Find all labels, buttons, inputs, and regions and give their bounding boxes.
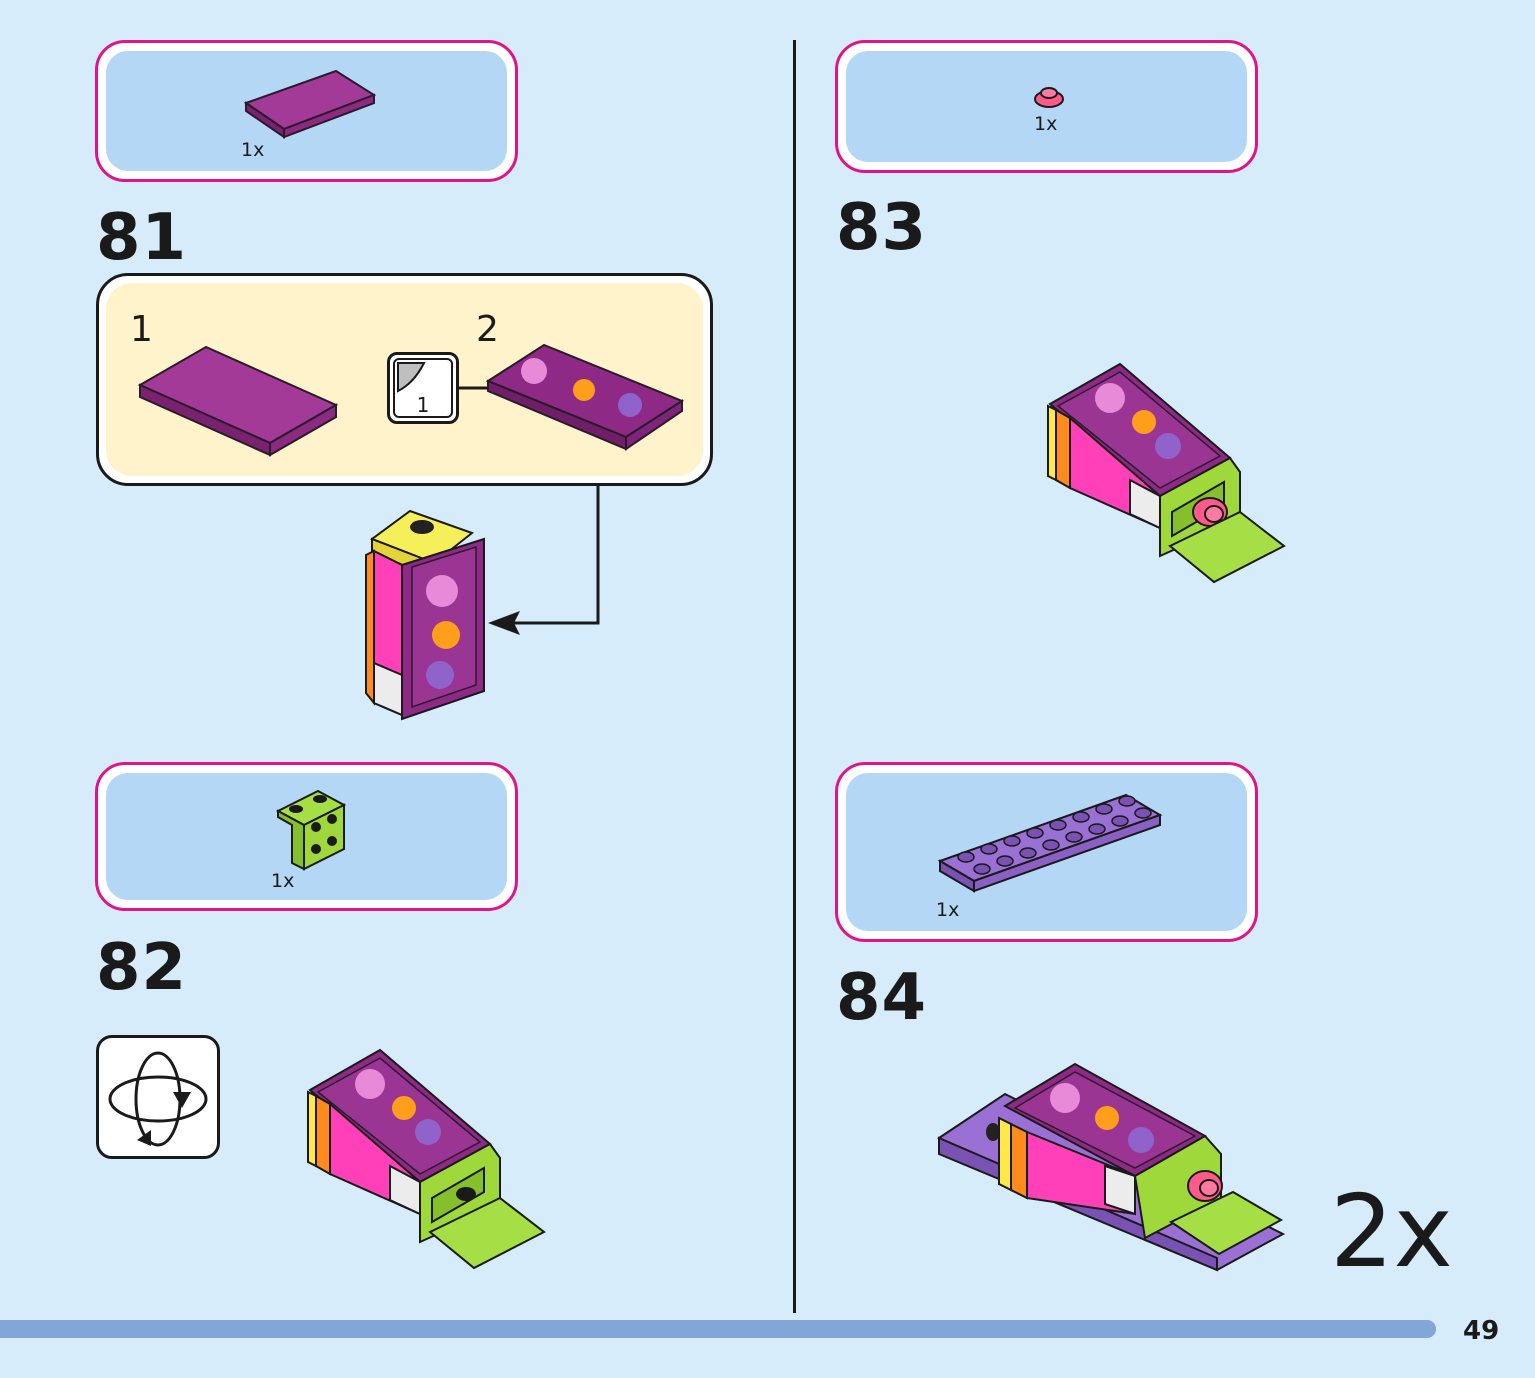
parts-callout-83-inner: 1x bbox=[846, 51, 1247, 162]
arrow-pointer-icon bbox=[488, 485, 600, 635]
lavender-plate-part bbox=[937, 793, 1163, 893]
parts-callout-81-inner: 1x bbox=[106, 51, 507, 171]
parts-qty-81: 1x bbox=[241, 139, 265, 161]
parts-callout-83: 1x bbox=[835, 40, 1258, 173]
rotate-model-icon bbox=[96, 1035, 220, 1159]
model-step-84 bbox=[936, 1062, 1286, 1272]
lime-bracket-part bbox=[275, 789, 347, 871]
column-divider bbox=[793, 40, 796, 1313]
substep-number-1: 1 bbox=[130, 309, 153, 350]
rotate-arrows-icon bbox=[108, 1051, 208, 1147]
model-step-83 bbox=[1047, 362, 1286, 584]
step-number-83: 83 bbox=[836, 191, 928, 265]
magenta-tile-with-sticker bbox=[485, 343, 685, 451]
build-multiplier: 2x bbox=[1330, 1173, 1453, 1290]
parts-qty-82: 1x bbox=[271, 870, 295, 892]
substep-callout-81-inner: 1 1 2 bbox=[106, 283, 703, 476]
parts-callout-84-inner: 1x bbox=[846, 773, 1247, 931]
parts-callout-84: 1x bbox=[835, 762, 1258, 942]
model-step-81 bbox=[365, 509, 485, 721]
sticker-peel-icon bbox=[397, 362, 426, 393]
progress-bar bbox=[0, 1320, 1436, 1338]
parts-qty-83: 1x bbox=[1034, 113, 1058, 135]
parts-callout-81: 1x bbox=[95, 40, 518, 182]
step-number-81: 81 bbox=[96, 201, 188, 275]
parts-callout-82-inner: 1x bbox=[106, 773, 507, 900]
magenta-tile-part bbox=[243, 69, 377, 139]
sticker-icon: 1 bbox=[387, 352, 459, 424]
substep-number-2: 2 bbox=[476, 309, 499, 350]
step-number-82: 82 bbox=[96, 931, 188, 1005]
substep-callout-81: 1 1 2 bbox=[96, 273, 713, 486]
step-number-84: 84 bbox=[836, 961, 928, 1035]
parts-callout-82: 1x bbox=[95, 762, 518, 911]
page-number: 49 bbox=[1463, 1316, 1500, 1346]
pink-round-plate-part bbox=[1034, 87, 1064, 108]
parts-qty-84: 1x bbox=[936, 899, 960, 921]
sticker-label: 1 bbox=[416, 393, 430, 417]
model-step-82 bbox=[307, 1048, 546, 1270]
magenta-tile-plain bbox=[137, 345, 339, 457]
